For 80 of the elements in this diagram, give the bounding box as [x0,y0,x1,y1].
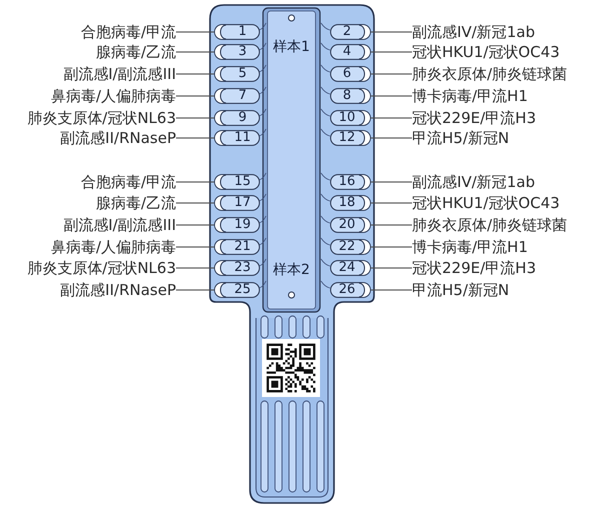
well-number: 8 [342,89,352,103]
leader-line [370,202,412,204]
well-number: 21 [234,240,251,254]
reaction-well [214,44,260,60]
reaction-well [330,282,371,298]
well-number: 4 [342,45,352,59]
pathogen-label: 副流感II/RNaseP [60,129,176,147]
pathogen-label: 腺病毒/乙流 [96,194,176,212]
leader-line [370,246,412,248]
pathogen-label: 冠状229E/甲流H3 [412,259,536,277]
pathogen-label: 鼻病毒/人偏肺病毒 [50,87,176,105]
pathogen-label: 副流感I/副流感III [63,65,176,83]
pathogen-label: 副流感I/副流感III [63,216,176,234]
well-number: 19 [234,218,251,232]
reaction-well [214,217,260,233]
reaction-well [330,24,371,40]
pathogen-label: 合胞病毒/甲流 [80,23,176,41]
pathogen-label: 腺病毒/乙流 [96,43,176,61]
reaction-well [330,260,371,276]
leader-line [176,246,214,248]
pathogen-label: 甲流H5/新冠N [412,129,510,147]
pathogen-label: 冠状HKU1/冠状OC43 [412,43,560,61]
pathogen-label: 博卡病毒/甲流H1 [412,238,528,256]
pathogen-label: 肺炎衣原体/肺炎链球菌 [412,216,568,234]
well-number: 5 [238,67,247,81]
well-number: 24 [338,261,356,275]
reaction-well [330,66,371,82]
well-number: 25 [234,283,251,297]
pathogen-label: 冠状229E/甲流H3 [412,109,536,127]
well-number: 10 [338,111,356,125]
well-number: 22 [338,240,356,254]
well-number: 11 [234,131,251,145]
well-number: 20 [338,218,356,232]
reaction-well [330,88,371,104]
pathogen-label: 鼻病毒/人偏肺病毒 [50,238,176,256]
well-number: 2 [342,25,352,39]
sample-label: 样本1 [273,39,310,55]
reaction-well [214,260,260,276]
leader-line [176,224,214,226]
well-number: 12 [338,131,356,145]
well-number: 15 [234,175,251,189]
well-number: 23 [234,261,251,275]
pathogen-label: 合胞病毒/甲流 [80,173,176,191]
well-number: 26 [338,283,356,297]
reaction-well [330,217,371,233]
reaction-well [330,44,371,60]
reaction-well [330,174,371,190]
reaction-well [214,66,260,82]
pathogen-label: 肺炎支原体/冠状NL63 [27,109,176,127]
leader-line [176,202,214,204]
well-number: 9 [238,111,247,125]
well-number: 1 [238,25,247,39]
reaction-well [330,239,371,255]
well-number: 18 [338,196,356,210]
well-number: 7 [238,89,247,103]
sample-label: 样本2 [273,262,310,278]
reaction-well [214,110,260,126]
pathogen-label: 甲流H5/新冠N [412,281,510,299]
reaction-well [214,239,260,255]
reaction-well [214,282,260,298]
pathogen-label: 副流感IV/新冠1ab [412,23,535,41]
reaction-well [214,88,260,104]
reaction-well [214,24,260,40]
pathogen-label: 冠状HKU1/冠状OC43 [412,194,560,212]
pathogen-label: 肺炎衣原体/肺炎链球菌 [412,65,568,83]
reaction-well [214,174,260,190]
pathogen-label: 副流感IV/新冠1ab [412,173,535,191]
well-number: 16 [338,175,356,189]
reaction-well [330,130,371,146]
reaction-well [330,195,371,211]
well-number: 6 [342,67,352,81]
reaction-well [214,195,260,211]
pathogen-label: 肺炎支原体/冠状NL63 [27,259,176,277]
well-number: 17 [234,196,251,210]
pathogen-label: 副流感II/RNaseP [60,281,176,299]
pathogen-label: 博卡病毒/甲流H1 [412,87,528,105]
well-number: 3 [238,45,247,59]
leader-line [370,224,412,226]
reaction-well [214,130,260,146]
reaction-well [330,110,371,126]
